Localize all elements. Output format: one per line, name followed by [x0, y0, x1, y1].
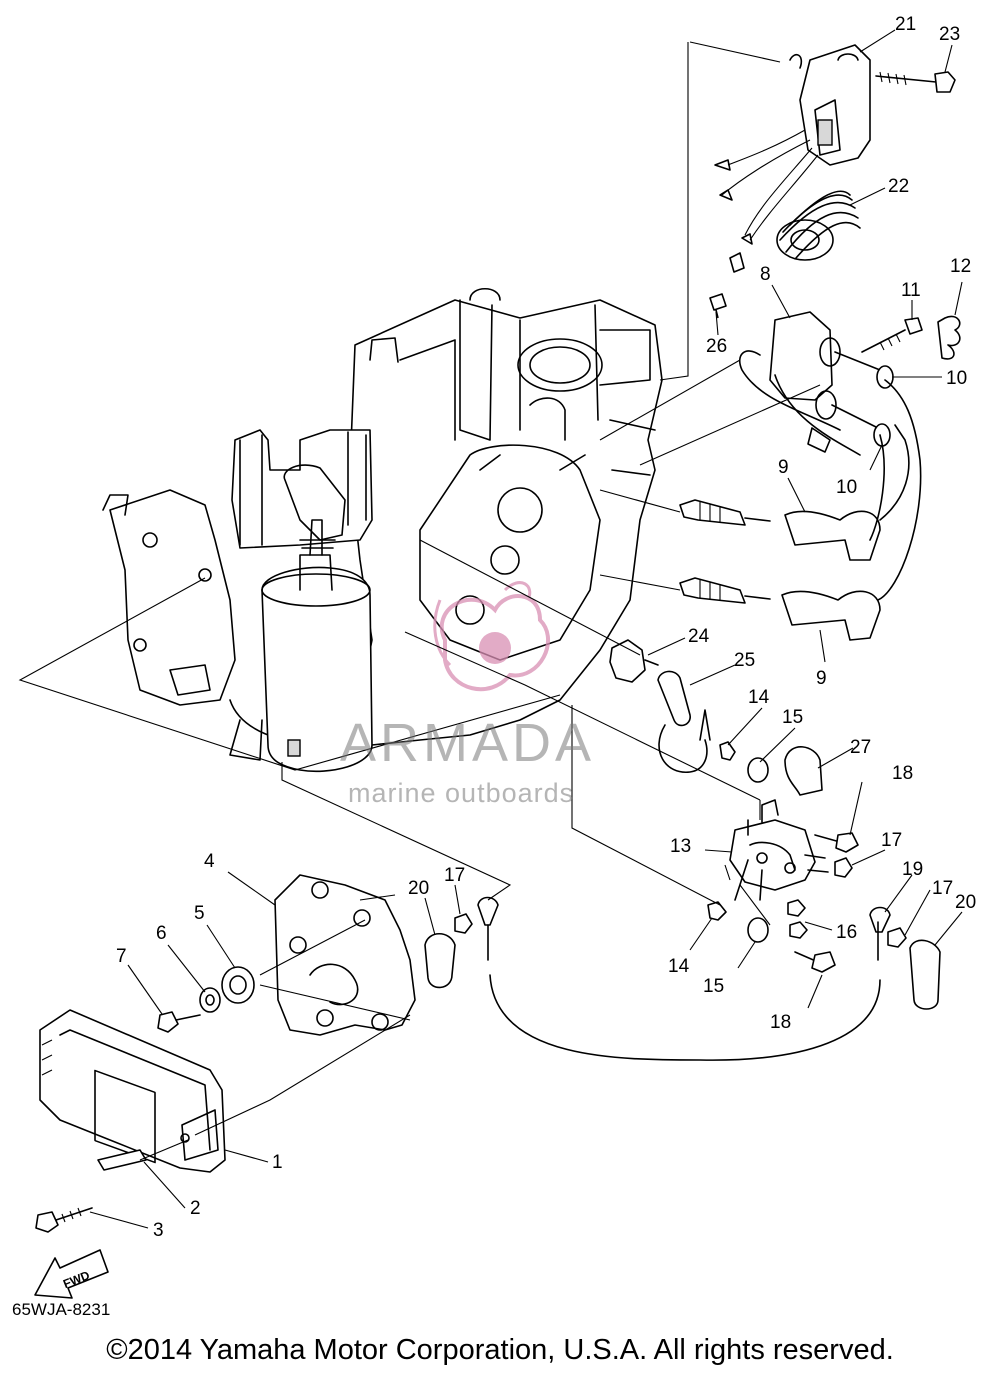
starter-motor: [261, 519, 373, 773]
callout-15-lower: 15: [703, 976, 724, 997]
callout-9-lower: 9: [816, 668, 827, 689]
spark-plug-lower: [679, 577, 771, 604]
callout-17-right: 17: [932, 878, 953, 899]
bracket-4: [274, 874, 416, 1036]
nut-17-center: [454, 913, 473, 934]
callout-10-lower: 10: [836, 477, 857, 498]
callout-18-upper: 18: [892, 763, 913, 784]
watermark-logo: [433, 581, 551, 692]
callout-8: 8: [760, 264, 771, 285]
callout-4: 4: [204, 851, 215, 872]
callout-1: 1: [272, 1152, 283, 1173]
bolt-18-lower: [794, 951, 836, 973]
callout-21: 21: [895, 14, 916, 35]
clamp-12: [937, 315, 961, 360]
screw-26: [709, 293, 727, 319]
callout-17-relay: 17: [881, 830, 902, 851]
callout-27: 27: [850, 737, 871, 758]
sensor-24: [609, 639, 659, 683]
callout-17-center: 17: [444, 865, 465, 886]
callout-2: 2: [190, 1198, 201, 1219]
nut-17-relay: [834, 857, 853, 878]
callout-leaders: [89, 29, 963, 1229]
copyright-notice: ©2014 Yamaha Motor Corporation, U.S.A. A…: [106, 1334, 894, 1366]
callout-9-upper: 9: [778, 457, 789, 478]
bolt-11: [861, 317, 923, 353]
fwd-arrow-icon: FWD: [34, 1249, 109, 1299]
callout-18-lower: 18: [770, 1012, 791, 1033]
callout-7: 7: [116, 946, 127, 967]
callout-24: 24: [688, 626, 710, 647]
callout-15-upper: 15: [782, 707, 803, 728]
callout-20-center: 20: [408, 878, 429, 899]
callout-26: 26: [706, 336, 727, 357]
bolt-18-upper: [814, 832, 859, 853]
starter-relay: [724, 799, 829, 901]
grommet-5: [221, 966, 255, 1004]
callout-16: 16: [836, 922, 857, 943]
callout-11: 11: [901, 280, 921, 301]
callout-25: 25: [734, 650, 755, 671]
callout-12: 12: [950, 256, 971, 277]
pin-14-lower: [707, 901, 727, 921]
ignition-coil: [738, 311, 894, 456]
spacer-2: [97, 1149, 147, 1171]
cdi-unit: [714, 44, 871, 273]
diagram-code: 65WJA-8231: [12, 1300, 111, 1319]
nut-16-b: [789, 921, 808, 939]
bolt-23: [875, 71, 956, 93]
grommet-15-upper: [747, 757, 769, 783]
engine-block: [102, 287, 771, 773]
washer-6: [199, 987, 221, 1013]
battery-cable: [477, 896, 891, 1061]
cap-20-right: [909, 939, 941, 1010]
callout-labels: 1 2 3 4 5 6 7 8 9 9 10 10 11 12 13 14 14…: [116, 14, 976, 1241]
nut-17-right: [887, 927, 907, 948]
watermark-subtitle: marine outboards: [348, 778, 575, 808]
watermark-title: ARMADA: [340, 713, 596, 773]
bolt-3: [35, 1207, 93, 1233]
callout-22: 22: [888, 176, 909, 197]
cdi-box-1: [39, 1009, 226, 1173]
plug-caps-9: [781, 379, 922, 641]
assembly-lines: [18, 41, 821, 1161]
pin-14-upper: [719, 741, 736, 761]
callout-14-lower: 14: [668, 956, 690, 977]
grommet-15-lower: [747, 917, 769, 943]
callout-14-upper: 14: [748, 687, 770, 708]
boot-27: [784, 746, 823, 796]
bolt-7: [157, 1011, 201, 1033]
callout-6: 6: [156, 923, 167, 944]
grommet-22: [776, 190, 861, 261]
callout-19: 19: [902, 859, 923, 880]
callout-20-right: 20: [955, 892, 976, 913]
callout-5: 5: [194, 903, 205, 924]
nut-16-a: [787, 899, 806, 917]
spark-plug-upper: [679, 499, 771, 526]
callout-10-upper: 10: [946, 368, 967, 389]
hose-25: [657, 670, 711, 773]
cap-20-left: [424, 932, 456, 989]
callout-3: 3: [153, 1220, 164, 1241]
callout-23: 23: [939, 24, 960, 45]
callout-13: 13: [670, 836, 691, 857]
